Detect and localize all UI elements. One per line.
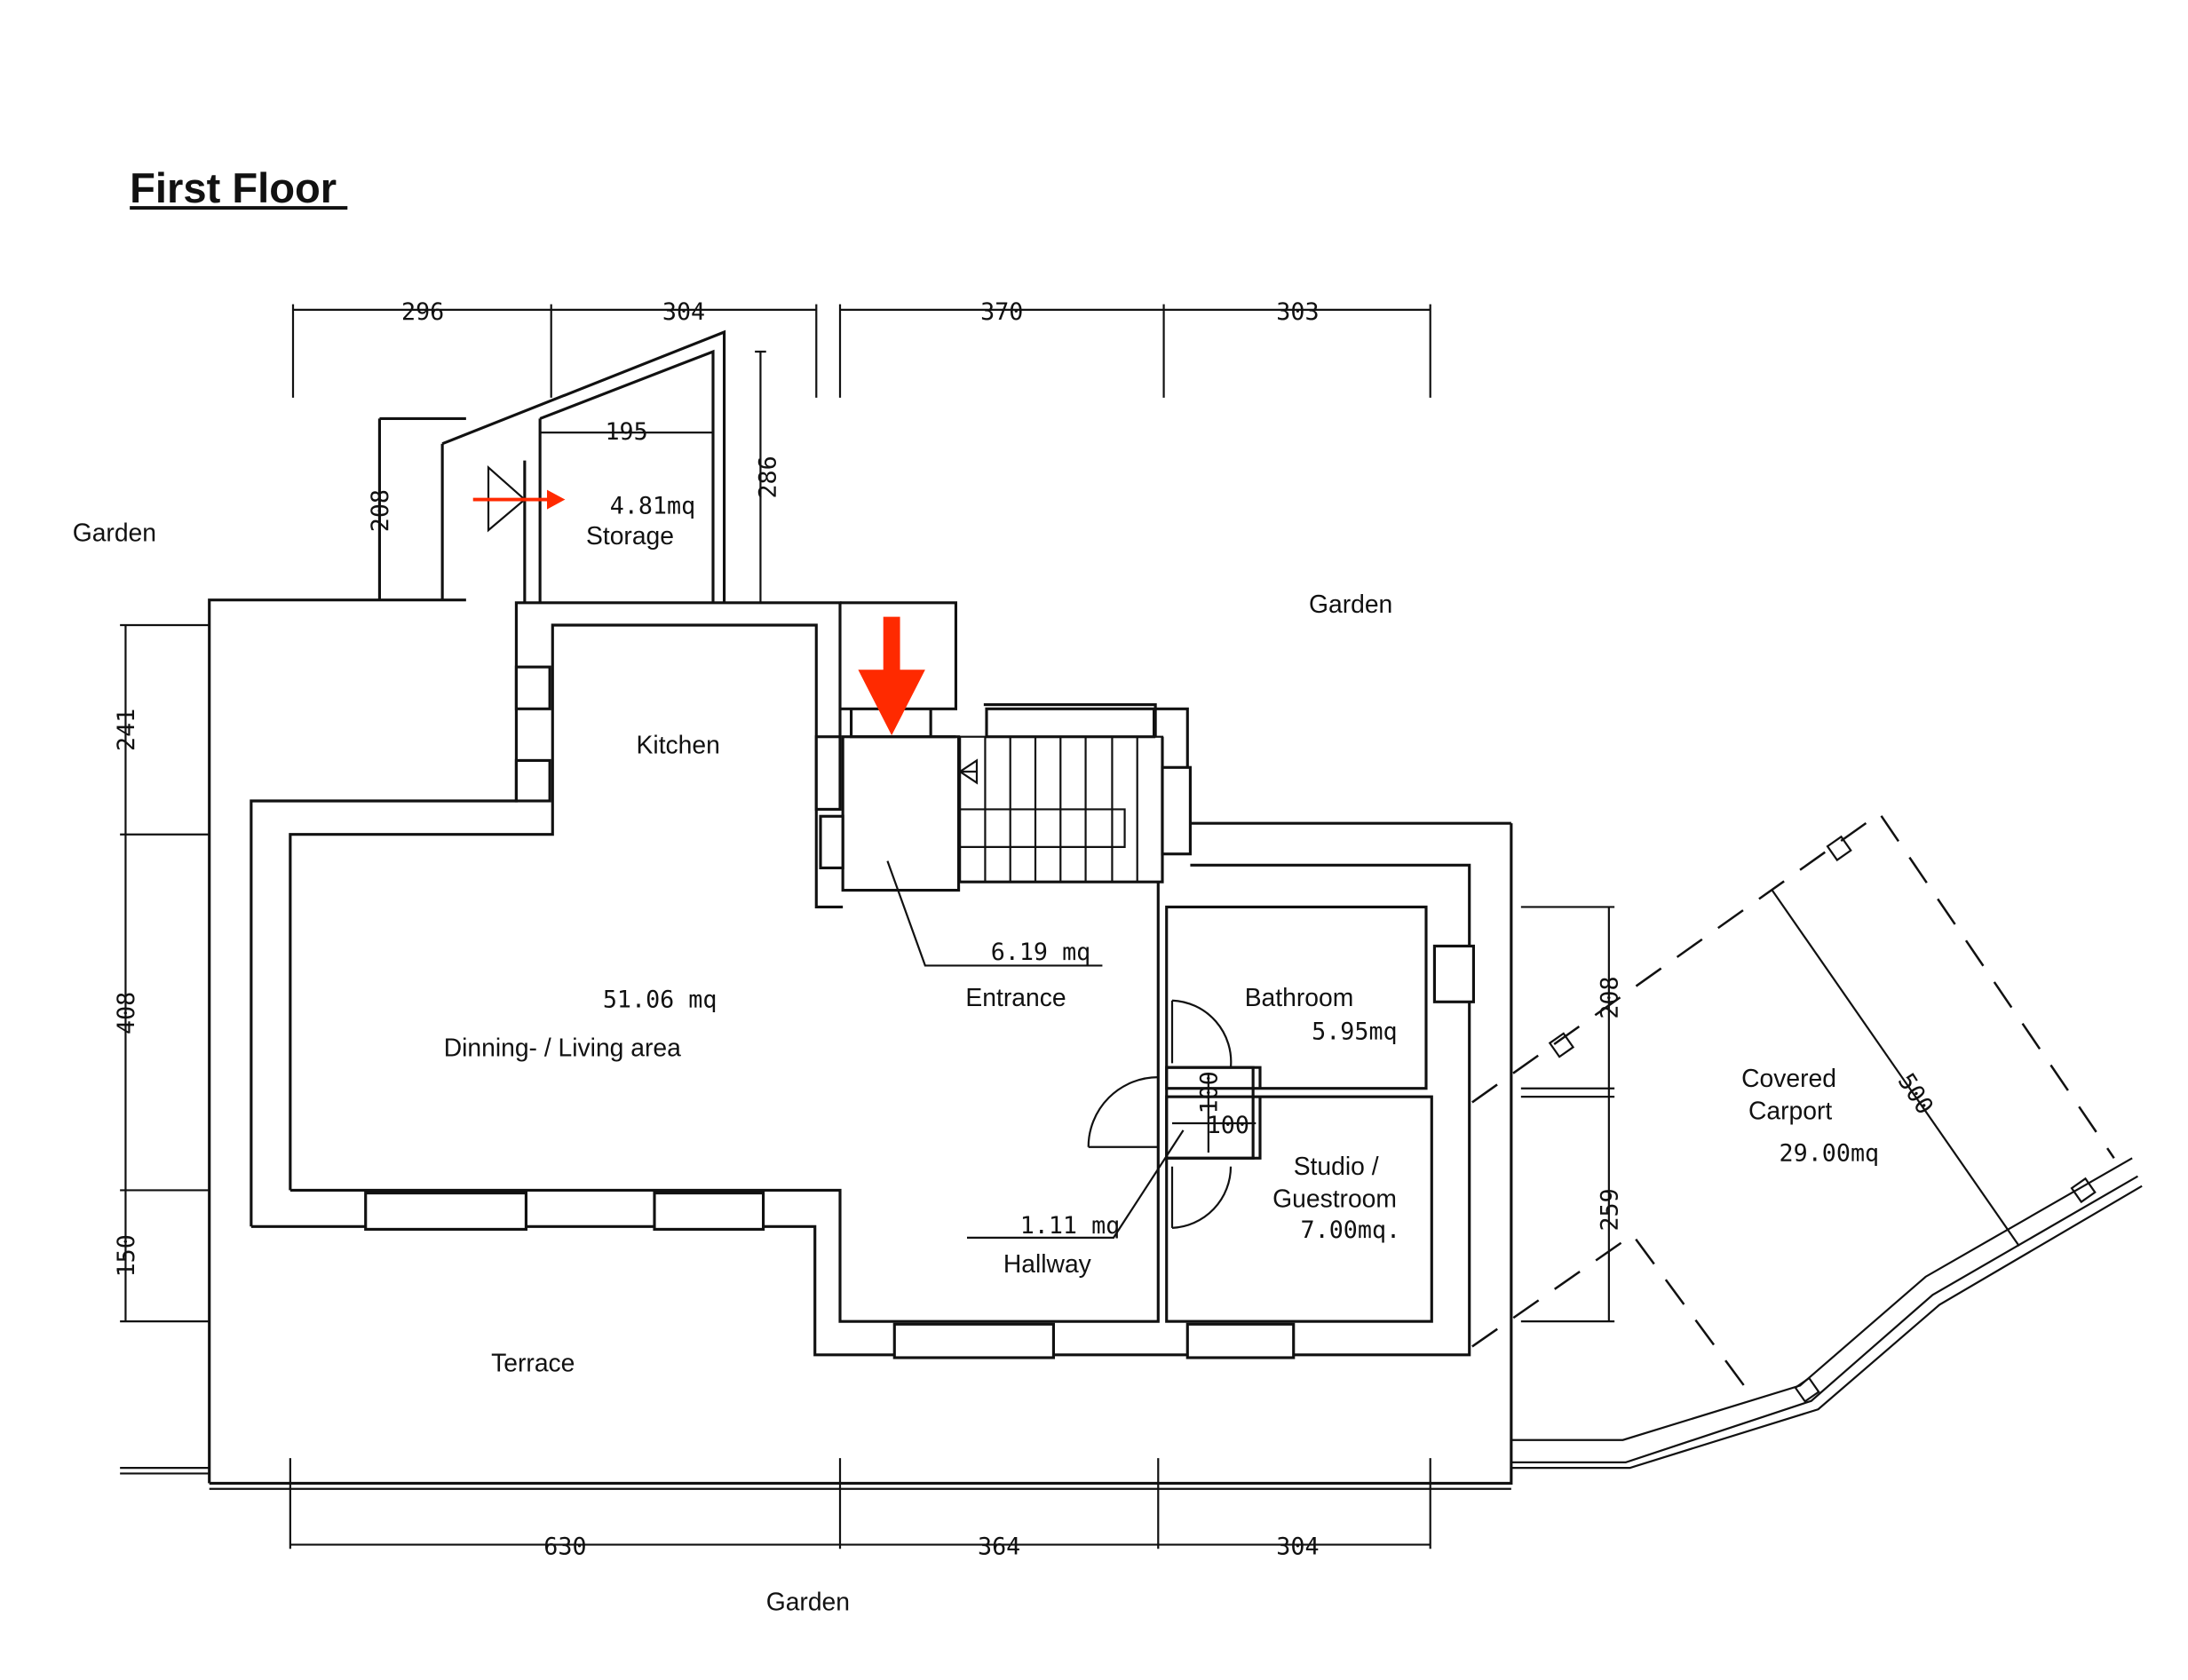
dim-hall-horizontal: 100: [1207, 1112, 1249, 1139]
dim-bottom-1: 630: [543, 1533, 586, 1561]
dim-bottom-3: 304: [1276, 1533, 1319, 1561]
studio-label-1: Studio /: [1294, 1152, 1379, 1180]
garden-left-label: Garden: [73, 519, 156, 547]
carport-area-value: 29.00mq: [1780, 1139, 1880, 1167]
dim-hall-vertical: 100: [1195, 1071, 1223, 1113]
dim-right-1: 208: [1596, 976, 1623, 1018]
storage-area: 4.81mq: [610, 492, 695, 519]
windows: [364, 665, 1475, 1359]
dim-storage-depth: 286: [755, 456, 782, 498]
dim-top-2: 304: [662, 298, 705, 326]
terrace-label: Terrace: [491, 1349, 575, 1377]
dim-carport: 500: [1892, 1068, 1938, 1119]
dim-left-1: 241: [113, 709, 140, 751]
bathroom-area-value: 5.95mq: [1312, 1018, 1397, 1046]
dim-left-2: 408: [113, 992, 140, 1034]
storage-structure: [377, 329, 766, 603]
dim-left-3: 150: [113, 1234, 140, 1277]
hallway-area-value: 1.11 mq: [1020, 1212, 1121, 1240]
living-label: Dinning- / Living area: [444, 1034, 681, 1062]
dim-storage-left: 208: [367, 489, 394, 532]
dim-storage-width: 195: [605, 418, 647, 446]
garden-right-label: Garden: [1309, 590, 1392, 618]
stair-direction-icon: [958, 758, 979, 785]
entrance-label: Entrance: [965, 983, 1066, 1011]
living-area-value: 51.06 mq: [603, 987, 717, 1014]
garden-bottom-label: Garden: [766, 1587, 850, 1615]
studio-area-value: 7.00mq.: [1301, 1216, 1401, 1244]
carport-label-2: Carport: [1748, 1096, 1832, 1124]
staircase: [958, 735, 1164, 884]
dim-right-2: 259: [1596, 1188, 1623, 1231]
entry-arrow-icon: [547, 489, 566, 510]
storage-label: Storage: [586, 521, 674, 550]
entrance-area-value: 6.19 mq: [991, 939, 1091, 966]
dimension-lines: [120, 304, 1615, 1549]
dim-top-3: 370: [980, 298, 1023, 326]
bathroom-label: Bathroom: [1245, 983, 1354, 1011]
dim-bottom-2: 364: [978, 1533, 1020, 1561]
dimension-labels: 296 304 370 303 195 286 208 241 408 150 …: [113, 298, 1938, 1561]
dim-top-1: 296: [401, 298, 444, 326]
hallway-label: Hallway: [1003, 1249, 1092, 1278]
page-title: First Floor: [130, 164, 337, 211]
kitchen-label: Kitchen: [637, 731, 720, 759]
dim-top-4: 303: [1276, 298, 1319, 326]
room-labels: Garden Garden Garden Terrace Kitchen 4.8…: [73, 492, 1879, 1615]
doors: [886, 860, 1233, 1239]
studio-label-2: Guestroom: [1272, 1184, 1397, 1212]
carport-label-1: Covered: [1741, 1064, 1836, 1092]
entrance-arrow-icon: [858, 616, 925, 736]
